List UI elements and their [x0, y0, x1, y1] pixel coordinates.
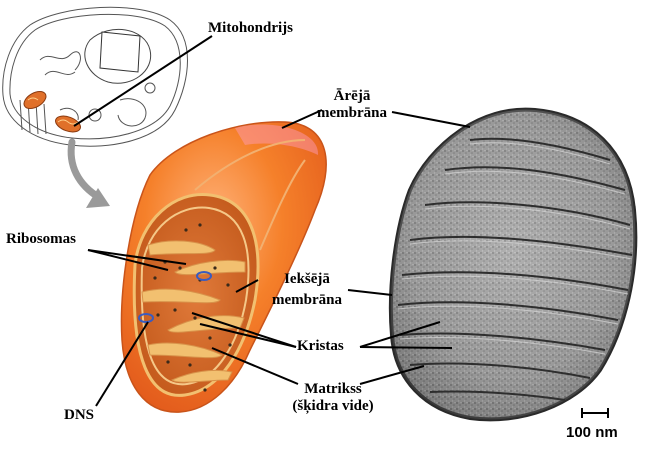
label-outer-membrane: Ārējā membrāna — [312, 88, 392, 122]
label-mitochondrion: Mitohondrijs — [208, 20, 294, 36]
cell-sketch — [2, 6, 188, 147]
label-inner-membrane-line2: membrāna — [272, 292, 342, 308]
leader-lines — [73, 35, 471, 407]
label-outer-membrane-line2: membrāna — [317, 105, 387, 121]
label-matrix-line2: (šķidra vide) — [292, 398, 374, 414]
scale-bar — [581, 408, 609, 418]
label-dna: DNS — [64, 407, 95, 423]
zoom-arrow — [67, 138, 104, 202]
zoom-arrowhead — [86, 188, 110, 208]
label-inner-membrane: Iekšējā membrāna — [262, 271, 352, 309]
label-inner-membrane-line1: Iekšējā — [284, 271, 330, 287]
mitochondrion-illustration — [120, 121, 327, 413]
label-cristae: Kristas — [297, 338, 344, 354]
scale-bar-label: 100 nm — [566, 424, 618, 441]
electron-micrograph — [388, 107, 638, 422]
label-matrix-line1: Matrikss — [304, 381, 362, 397]
label-ribosomes: Ribosomas — [6, 231, 77, 247]
sketch-mitochondria — [23, 90, 81, 133]
label-matrix: Matrikss (šķidra vide) — [283, 381, 383, 415]
label-outer-membrane-line1: Ārējā — [333, 88, 371, 104]
